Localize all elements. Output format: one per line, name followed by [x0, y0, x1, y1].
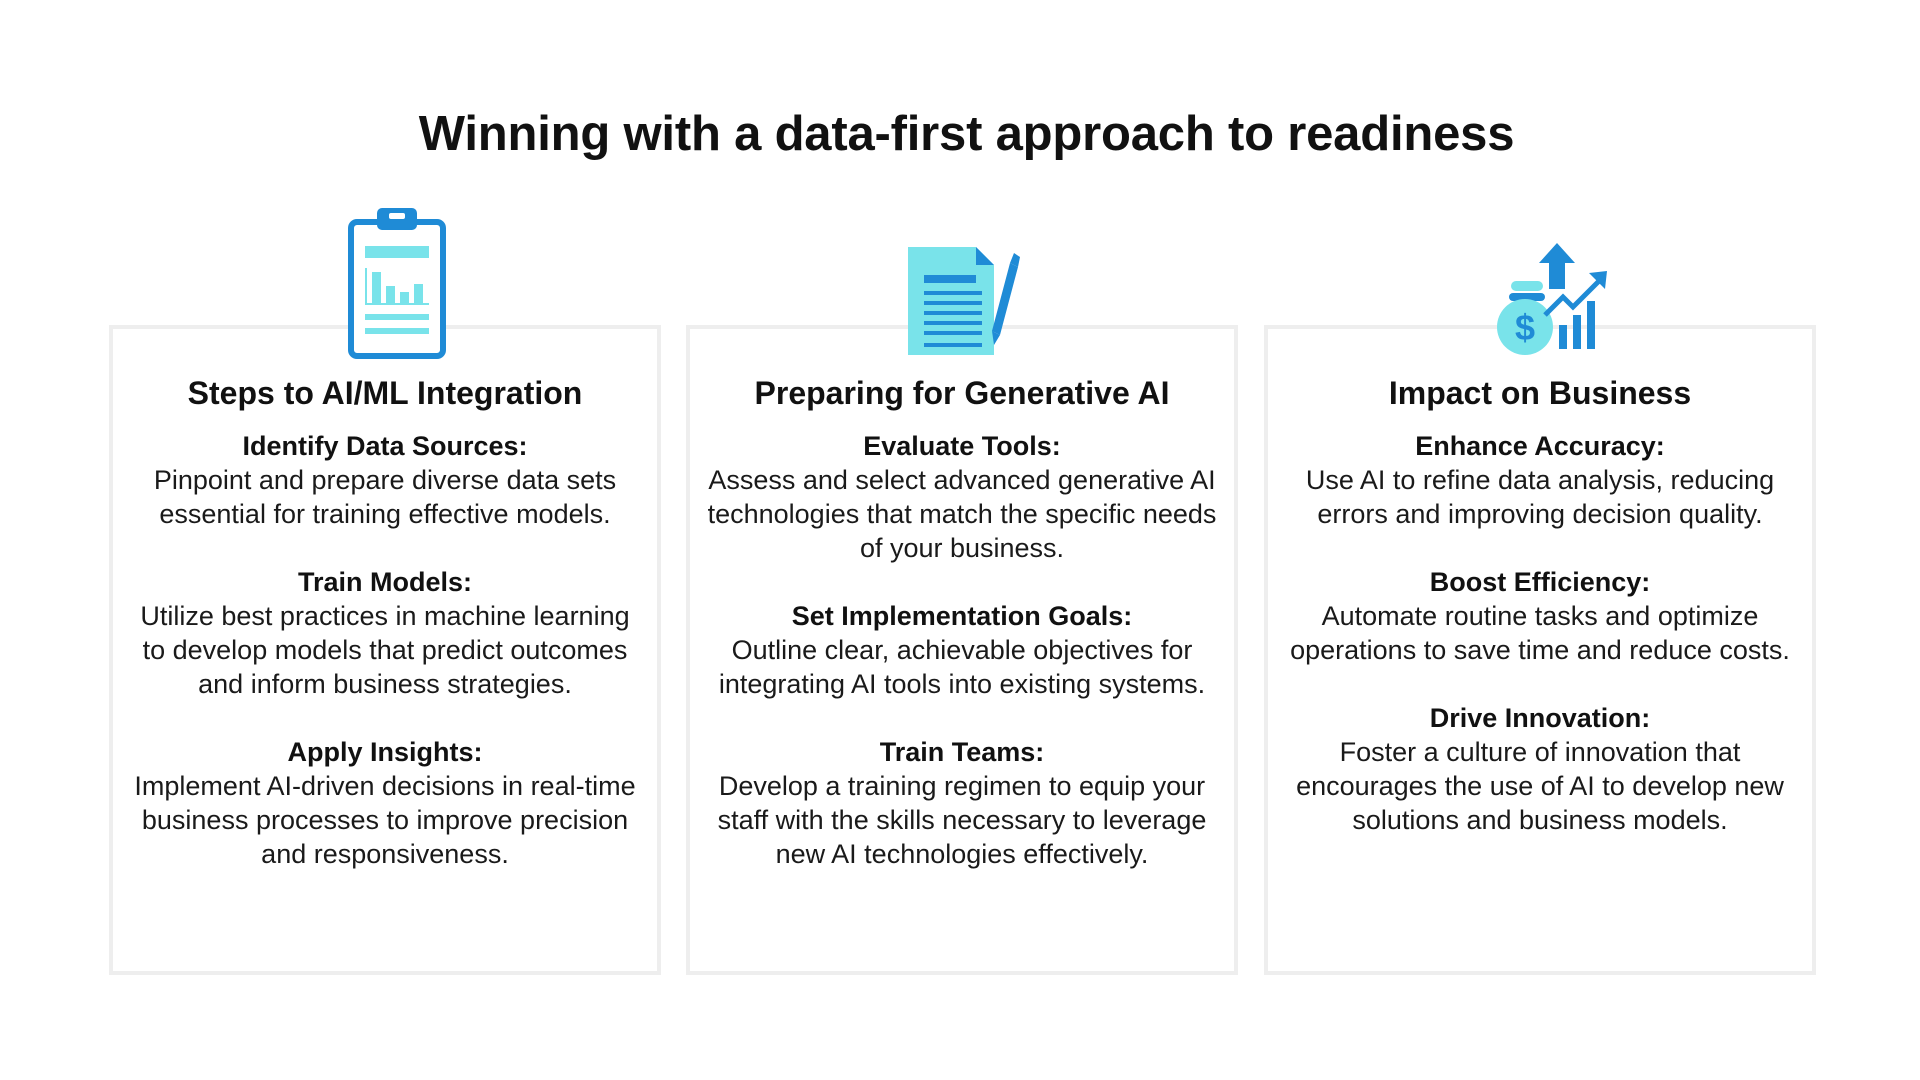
column-body: Enhance Accuracy: Use AI to refine data …: [1282, 429, 1798, 871]
item-text: Develop a training regimen to equip your…: [717, 771, 1207, 869]
clipboard-chart-icon: [348, 208, 446, 359]
page-title: Winning with a data-first approach to re…: [418, 107, 1515, 161]
item-text: Pinpoint and prepare diverse data sets e…: [153, 465, 617, 529]
item-text: Assess and select advanced generative AI…: [707, 465, 1217, 563]
column-body: Identify Data Sources: Pinpoint and prep…: [127, 429, 643, 905]
list-item: Identify Data Sources: Pinpoint and prep…: [127, 429, 643, 531]
list-item: Apply Insights: Implement AI-driven deci…: [127, 735, 643, 871]
item-heading: Evaluate Tools:: [863, 431, 1061, 461]
column-heading: Preparing for Generative AI: [754, 375, 1170, 411]
column-heading: Impact on Business: [1388, 375, 1692, 411]
list-item: Drive Innovation: Foster a culture of in…: [1282, 701, 1798, 837]
item-heading: Set Implementation Goals:: [791, 601, 1133, 631]
list-item: Boost Efficiency: Automate routine tasks…: [1282, 565, 1798, 667]
list-item: Set Implementation Goals: Outline clear,…: [704, 599, 1220, 701]
item-text: Utilize best practices in machine learni…: [140, 601, 630, 699]
item-text: Outline clear, achievable objectives for…: [718, 635, 1206, 699]
list-item: Train Models: Utilize best practices in …: [127, 565, 643, 701]
item-text: Automate routine tasks and optimize oper…: [1290, 601, 1790, 665]
item-text: Use AI to refine data analysis, reducing…: [1305, 465, 1775, 529]
money-bag-growth-icon: $: [1497, 243, 1607, 355]
item-heading: Train Models:: [297, 567, 473, 597]
column-heading: Steps to AI/ML Integration: [187, 375, 583, 411]
item-text: Foster a culture of innovation that enco…: [1296, 737, 1784, 835]
svg-text:$: $: [1515, 307, 1535, 348]
list-item: Evaluate Tools: Assess and select advanc…: [704, 429, 1220, 565]
item-text: Implement AI-driven decisions in real-ti…: [134, 771, 636, 869]
column-body: Evaluate Tools: Assess and select advanc…: [704, 429, 1220, 905]
item-heading: Drive Innovation:: [1429, 703, 1651, 733]
item-heading: Train Teams:: [879, 737, 1045, 767]
column-card-business-impact: Impact on Business Enhance Accuracy: Use…: [1264, 325, 1816, 975]
item-heading: Boost Efficiency:: [1429, 567, 1651, 597]
list-item: Train Teams: Develop a training regimen …: [704, 735, 1220, 871]
item-heading: Enhance Accuracy:: [1415, 431, 1665, 461]
column-card-generative-ai: Preparing for Generative AI Evaluate Too…: [686, 325, 1238, 975]
item-heading: Apply Insights:: [287, 737, 483, 767]
column-card-ai-ml: Steps to AI/ML Integration Identify Data…: [109, 325, 661, 975]
list-item: Enhance Accuracy: Use AI to refine data …: [1282, 429, 1798, 531]
item-heading: Identify Data Sources:: [242, 431, 528, 461]
document-pen-icon: [908, 247, 1020, 355]
